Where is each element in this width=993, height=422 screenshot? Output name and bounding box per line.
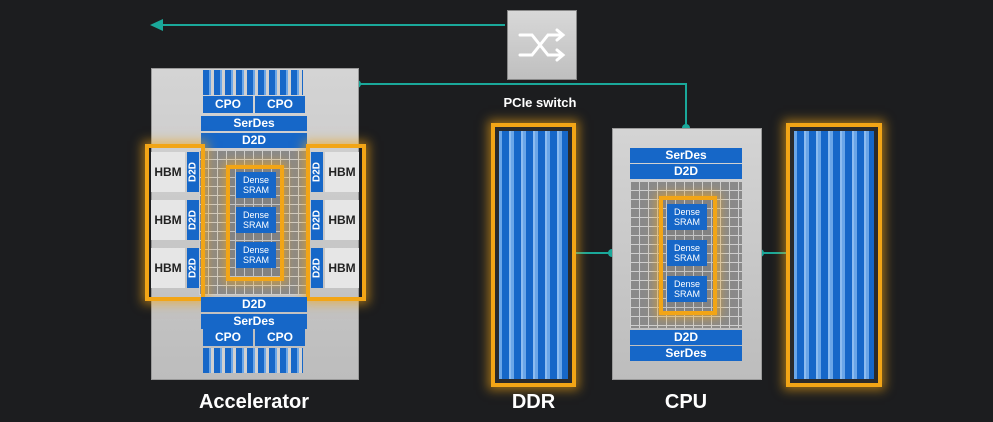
accelerator-cpo-top-left: CPO	[203, 96, 253, 113]
d2d-right-3: D2D	[311, 248, 323, 288]
d2d-right-1: D2D	[311, 152, 323, 192]
accelerator-cpo-top-right: CPO	[255, 96, 305, 113]
hbm-right-1: HBM	[325, 152, 359, 192]
cpu-label: CPU	[664, 391, 708, 413]
cpu-serdes-bottom: SerDes	[630, 346, 742, 361]
d2d-left-2: D2D	[187, 200, 199, 240]
hbm-right-3: HBM	[325, 248, 359, 288]
accelerator-sram-1: Dense SRAM	[236, 172, 276, 198]
cpu-d2d-bottom: D2D	[630, 330, 742, 345]
accelerator-serdes-bottom: SerDes	[201, 314, 307, 329]
hbm-left-1: HBM	[151, 152, 185, 192]
pcie-switch[interactable]	[507, 10, 577, 80]
accelerator-label: Accelerator	[198, 391, 310, 413]
accelerator-hbm-right-group	[306, 144, 366, 301]
hbm-left-3: HBM	[151, 248, 185, 288]
ddr-left-sticks	[499, 131, 568, 379]
d2d-right-2: D2D	[311, 200, 323, 240]
pcie-switch-label: PCIe switch	[503, 95, 577, 110]
ddr-right-sticks	[794, 131, 874, 379]
ddr-left-module[interactable]	[491, 123, 576, 387]
arrow-left-icon	[150, 19, 163, 31]
accelerator-compute-die	[199, 150, 309, 295]
hbm-right-2: HBM	[325, 200, 359, 240]
accelerator-sram-3: Dense SRAM	[236, 242, 276, 268]
cpu-sram-3: Dense SRAM	[667, 276, 707, 302]
accelerator-d2d-bottom: D2D	[201, 297, 307, 312]
accelerator-switch-link	[357, 83, 687, 128]
shuffle-icon	[518, 28, 566, 62]
cpu-sram-1: Dense SRAM	[667, 204, 707, 230]
accelerator-bottom-pins	[203, 348, 303, 373]
ddr-label: DDR	[511, 391, 556, 413]
accelerator-top-pins	[203, 70, 303, 95]
cpu-serdes-top: SerDes	[630, 148, 742, 163]
cpu-sram-2: Dense SRAM	[667, 240, 707, 266]
accelerator-sram-2: Dense SRAM	[236, 207, 276, 233]
accelerator-cpo-bottom-left: CPO	[203, 329, 253, 346]
accelerator-serdes-top: SerDes	[201, 116, 307, 131]
d2d-left-3: D2D	[187, 248, 199, 288]
hbm-left-2: HBM	[151, 200, 185, 240]
ddr-right-module[interactable]	[786, 123, 882, 387]
accelerator-hbm-left-group	[145, 144, 205, 301]
d2d-left-1: D2D	[187, 152, 199, 192]
accelerator-cpo-bottom-right: CPO	[255, 329, 305, 346]
cpu-d2d-top: D2D	[630, 164, 742, 179]
accelerator-d2d-top: D2D	[201, 133, 307, 148]
